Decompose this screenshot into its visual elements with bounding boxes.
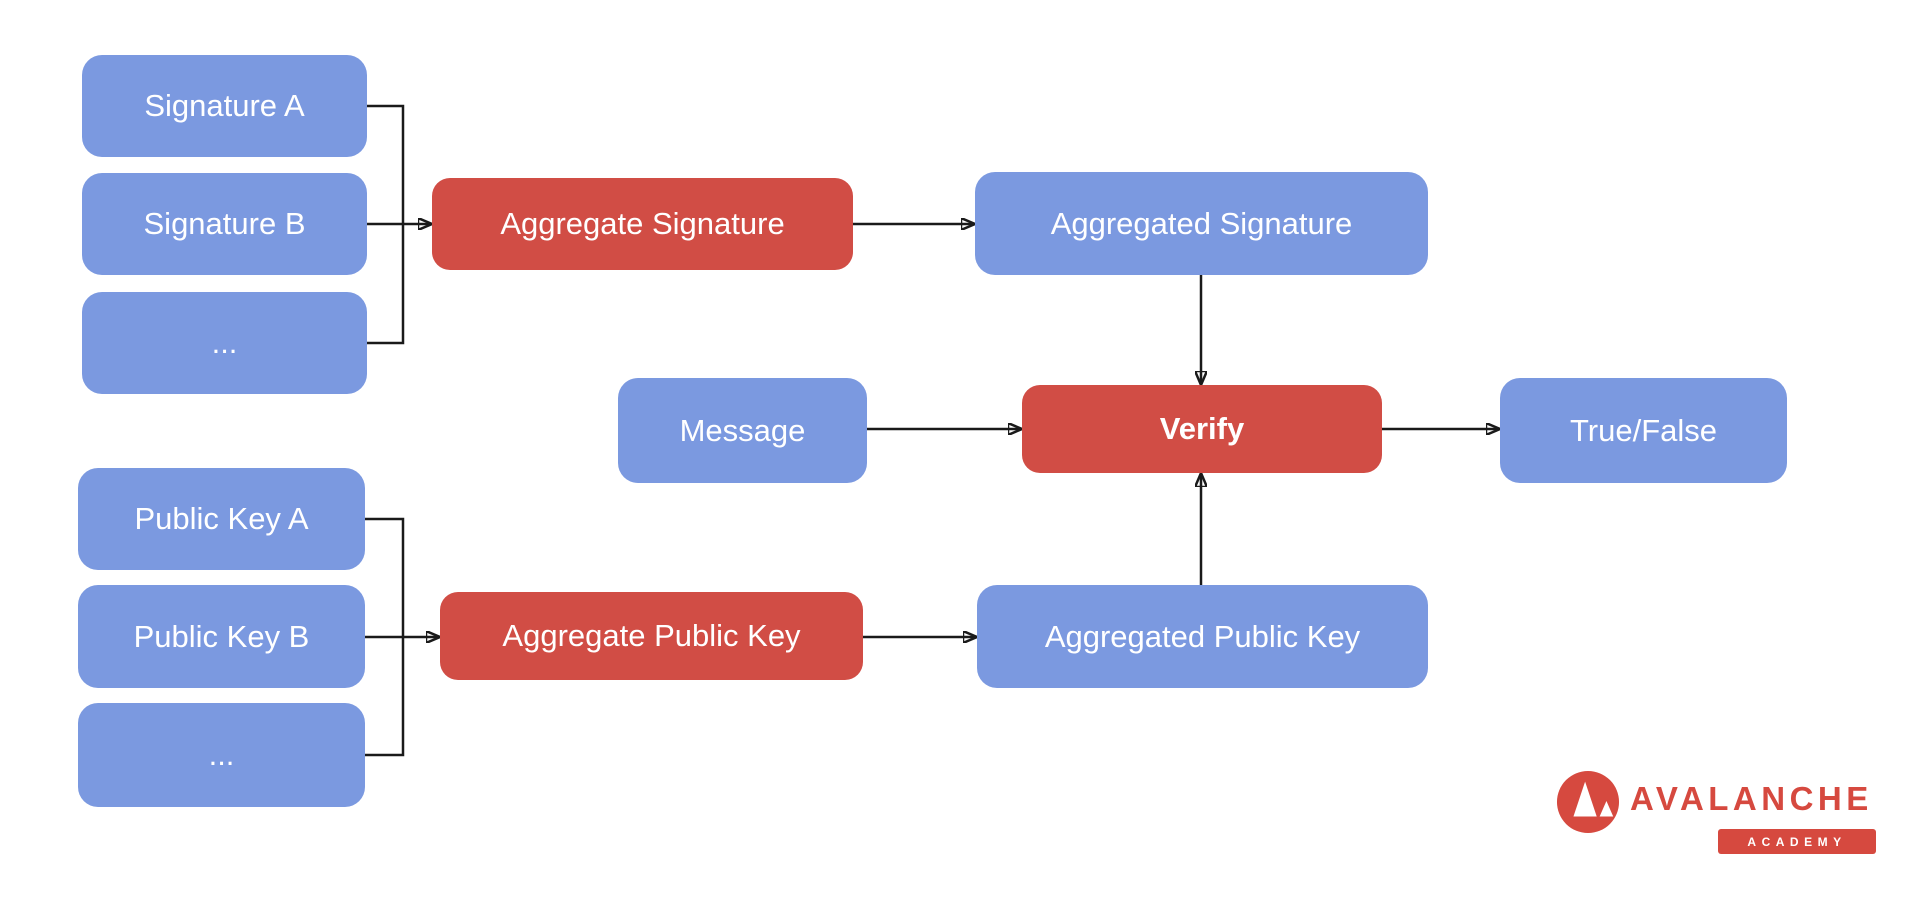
node-aggregate-signature-label: Aggregate Signature [500,206,785,241]
node-verify: Verify [1022,385,1382,473]
node-public-key-b: Public Key B [78,585,365,688]
avalanche-academy-logo: AVALANCHE ACADEMY [1556,768,1892,860]
node-signatures-more-label: ... [211,325,238,360]
node-public-keys-more: ... [78,703,365,807]
node-signatures-more: ... [82,292,367,394]
node-aggregated-public-key: Aggregated Public Key [977,585,1428,688]
node-message: Message [618,378,867,483]
logo-brand-text: AVALANCHE [1630,780,1873,817]
node-aggregated-public-key-label: Aggregated Public Key [1044,618,1361,654]
node-public-key-a-label: Public Key A [134,501,309,536]
logo-academy-badge: ACADEMY [1718,829,1876,854]
node-public-keys-more-label: ... [208,737,235,772]
node-aggregate-signature: Aggregate Signature [432,178,853,270]
node-public-key-b-label: Public Key B [133,618,310,654]
node-signature-a-label: Signature A [144,88,305,123]
node-verify-label: Verify [1159,411,1245,446]
avalanche-logo-icon [1556,770,1620,834]
node-true-false: True/False [1500,378,1787,483]
node-signature-b: Signature B [82,173,367,275]
node-aggregated-signature-label: Aggregated Signature [1050,205,1353,241]
node-true-false-label: True/False [1569,412,1717,448]
node-signature-a: Signature A [82,55,367,157]
node-aggregate-public-key: Aggregate Public Key [440,592,863,680]
node-aggregate-public-key-label: Aggregate Public Key [502,618,801,653]
node-public-key-a: Public Key A [78,468,365,570]
node-aggregated-signature: Aggregated Signature [975,172,1428,275]
node-message-label: Message [679,412,806,448]
node-signature-b-label: Signature B [143,206,306,241]
